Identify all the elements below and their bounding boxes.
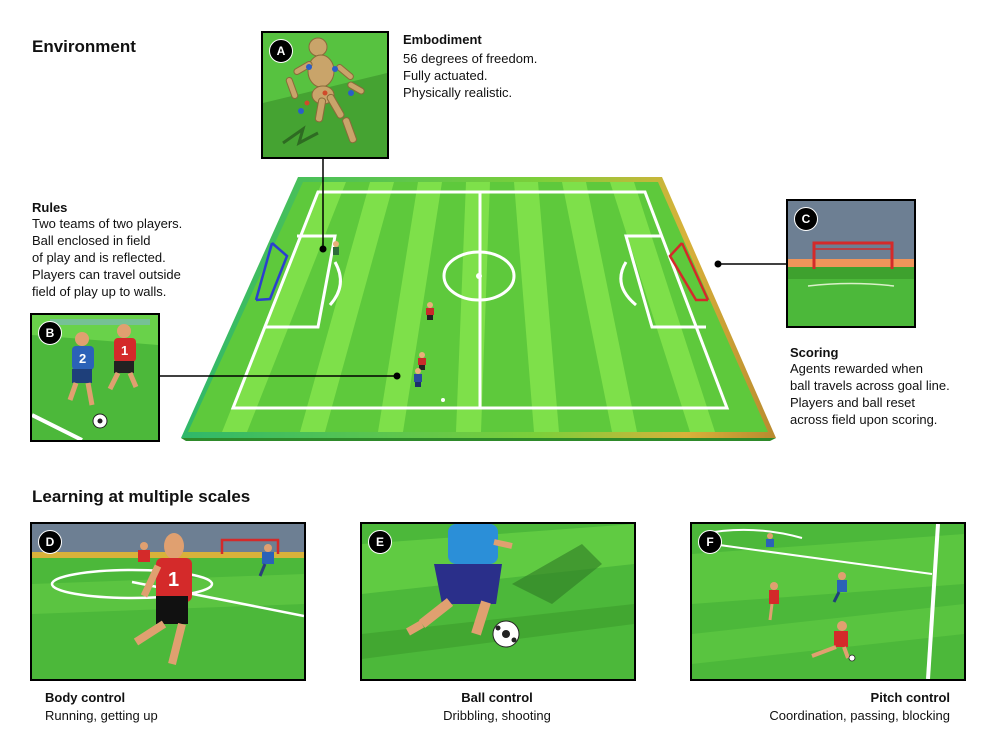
panel-b-badge: B (38, 321, 62, 345)
body-control-title: Body control (45, 690, 126, 705)
embodiment-title: Embodiment (403, 32, 482, 47)
rules-title: Rules (32, 200, 68, 215)
panel-f-badge: F (698, 530, 722, 554)
pitch-base (181, 438, 776, 441)
red-player-icon (138, 542, 150, 562)
rules-line: field of play up to walls. (32, 284, 167, 299)
red-player-icon (768, 582, 779, 621)
blue-player-icon (832, 572, 847, 603)
ball-control-caption: Ball control Dribbling, shooting (397, 690, 597, 724)
red-goal-icon (220, 538, 280, 554)
jersey-number-blue: 2 (79, 351, 86, 366)
rules-line: Players can travel outside (32, 267, 181, 282)
pitch-lines (230, 190, 730, 410)
scoring-line: ball travels across goal line. (790, 378, 950, 393)
rules-caption: Rules Two teams of two players. Ball enc… (32, 200, 182, 300)
scoring-line: Players and ball reset (790, 395, 916, 410)
panel-f: F (690, 522, 966, 681)
ball-icon (92, 413, 108, 429)
panel-a-badge: A (269, 39, 293, 63)
scoring-line: Agents rewarded when (790, 361, 923, 376)
ball-control-sub: Dribbling, shooting (443, 708, 551, 723)
player-icon (333, 241, 339, 255)
humanoid-icon (285, 37, 365, 144)
ball-control-title: Ball control (461, 690, 533, 705)
scoring-caption: Scoring Agents rewarded when ball travel… (790, 345, 950, 428)
panel-e: E (360, 522, 636, 681)
pitch-control-sub: Coordination, passing, blocking (769, 708, 950, 723)
connector-lines (157, 157, 788, 377)
body-control-sub: Running, getting up (45, 708, 158, 723)
pitch-control-title: Pitch control (870, 690, 950, 705)
panel-c: C (786, 199, 916, 328)
player-icon (414, 368, 422, 387)
red-player-icon: 1 (133, 533, 192, 665)
panel-d-badge: D (38, 530, 62, 554)
panel-a: A (261, 31, 389, 159)
blue-player-icon (766, 533, 774, 547)
blue-player-icon (406, 524, 513, 636)
rules-line: of play and is reflected. (32, 250, 166, 265)
ball-icon (492, 620, 520, 648)
environment-title: Environment (32, 37, 136, 56)
rules-line: Ball enclosed in field (32, 233, 151, 248)
learning-title: Learning at multiple scales (32, 487, 251, 506)
red-player-icon (811, 621, 850, 659)
red-goal-icon (812, 241, 894, 269)
embodiment-line: Physically realistic. (403, 85, 513, 100)
player-icon (418, 352, 426, 370)
embodiment-caption: Embodiment 56 degrees of freedom. Fully … (403, 32, 537, 101)
player-icon (426, 302, 434, 320)
blue-goal-icon (254, 242, 289, 302)
red-goal-icon (668, 242, 710, 302)
panel-d: 1 D (30, 522, 306, 681)
panel-e-badge: E (368, 530, 392, 554)
jersey-number-red: 1 (168, 569, 179, 591)
embodiment-line: Fully actuated. (403, 68, 488, 83)
blue-player-icon (258, 544, 274, 577)
panel-c-badge: C (794, 207, 818, 231)
pitch-illustration (157, 157, 788, 441)
blue-player-icon: 2 (67, 332, 95, 406)
ball-icon (441, 398, 445, 402)
jersey-number-red: 1 (121, 343, 128, 358)
rules-line: Two teams of two players. (32, 216, 183, 231)
scoring-title: Scoring (790, 345, 839, 360)
ball-icon (848, 654, 856, 662)
panel-b: 2 1 B (30, 313, 160, 442)
red-player-icon: 1 (107, 324, 139, 391)
pitch-control-caption: Pitch control Coordination, passing, blo… (700, 690, 950, 724)
scoring-line: across field upon scoring. (790, 412, 938, 427)
pitch-stripes (222, 182, 715, 432)
embodiment-line: 56 degrees of freedom. (403, 51, 538, 66)
body-control-caption: Body control Running, getting up (45, 690, 158, 724)
